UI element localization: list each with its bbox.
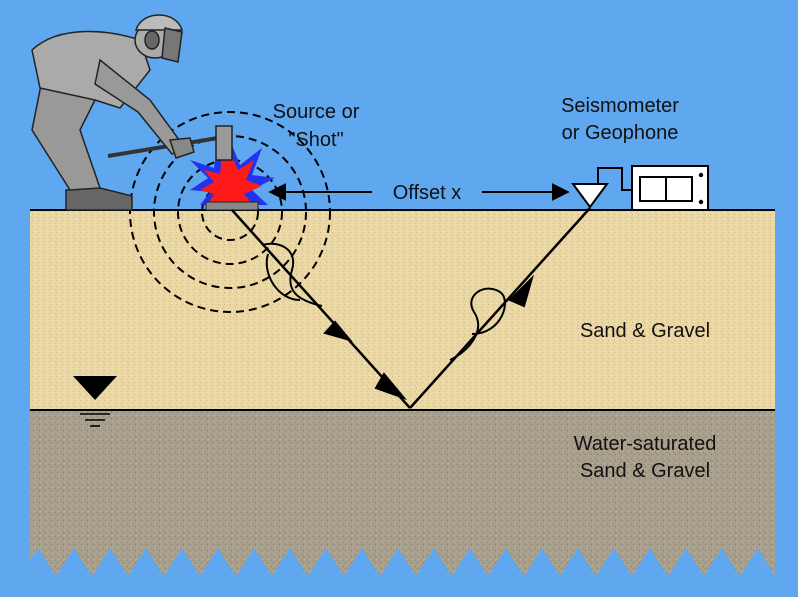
recorder-icon <box>631 165 709 211</box>
lower-layer-label-line2: Sand & Gravel <box>580 460 710 482</box>
arrowhead-down-2 <box>374 372 408 401</box>
seismometer-label-line1: Seismometer <box>561 95 679 117</box>
arrowhead-down-1 <box>323 320 353 342</box>
incident-ray <box>231 209 411 409</box>
explosion-icon <box>190 140 275 205</box>
wavelet-down-b <box>265 253 301 301</box>
seismometer-label-line2: or Geophone <box>562 122 679 144</box>
wavelet-down <box>261 242 323 307</box>
operator-figure <box>31 14 233 211</box>
saturated-layer <box>30 410 775 576</box>
source-label-line2: "Shot" <box>288 129 343 151</box>
wavelet-up <box>449 287 506 361</box>
geophone-icon <box>571 167 632 209</box>
offset-label: Offset x <box>393 182 462 204</box>
sand-gravel-layer <box>30 210 775 410</box>
water-table-icon <box>73 376 117 427</box>
arrowhead-up <box>508 274 535 308</box>
source-label-line1: Source or <box>273 101 360 123</box>
strike-plate <box>205 201 259 211</box>
upper-layer-label: Sand & Gravel <box>580 320 710 342</box>
lower-layer-label-line1: Water-saturated <box>574 433 717 455</box>
reflected-ray <box>409 207 591 409</box>
